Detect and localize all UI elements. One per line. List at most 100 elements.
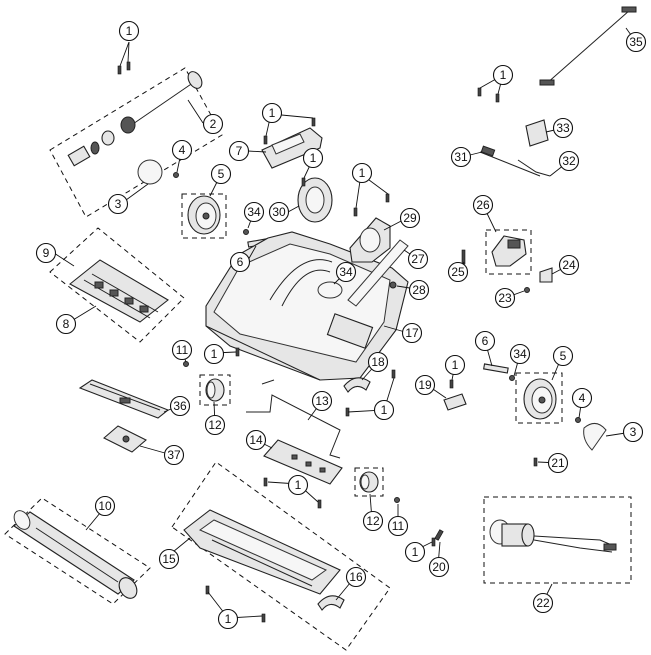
washer-23 — [524, 287, 530, 293]
callout-23: 23 — [494, 287, 516, 309]
callout-6-left: 6 — [229, 251, 251, 273]
callout-29: 29 — [399, 207, 421, 229]
callout-6-right: 6 — [474, 330, 496, 352]
callout-label: 1 — [359, 166, 366, 180]
callout-label: 19 — [418, 378, 432, 392]
callout-1-rod: 1 — [373, 399, 395, 421]
callout-label: 9 — [43, 246, 50, 260]
group-box-26 — [485, 229, 532, 275]
washer-28 — [389, 281, 397, 289]
callout-1-bracket: 1 — [261, 102, 283, 124]
callout-27: 27 — [407, 248, 429, 270]
callout-14: 14 — [245, 429, 267, 451]
callout-33: 33 — [552, 117, 574, 139]
callout-30: 30 — [268, 201, 290, 223]
callout-1-top-left: 1 — [118, 20, 140, 42]
callout-31: 31 — [450, 146, 472, 168]
callout-26: 26 — [472, 194, 494, 216]
callout-label: 7 — [236, 144, 243, 158]
callout-25: 25 — [447, 261, 469, 283]
callout-20: 20 — [428, 556, 450, 578]
clip-24 — [539, 267, 553, 283]
hubcap-right — [583, 423, 607, 451]
hubcap-left — [137, 159, 163, 185]
pin-25 — [461, 249, 466, 265]
callout-label: 25 — [451, 265, 465, 279]
callout-35: 35 — [625, 31, 647, 53]
callout-5-left: 5 — [210, 163, 232, 185]
callout-1-motor: 1 — [404, 541, 426, 563]
bumper-clip-18 — [343, 377, 371, 393]
callout-label: 1 — [500, 68, 507, 82]
callout-18: 18 — [367, 351, 389, 373]
callout-label: 1 — [310, 151, 317, 165]
callout-label: 12 — [366, 514, 380, 528]
switch-housing-26 — [491, 235, 527, 267]
callout-12-right: 12 — [362, 510, 384, 532]
switch-plate — [103, 425, 147, 453]
callout-label: 29 — [403, 211, 417, 225]
callout-label: 1 — [412, 545, 419, 559]
callout-label: 30 — [272, 205, 286, 219]
callout-11-right: 11 — [387, 515, 409, 537]
callout-label: 4 — [179, 143, 186, 157]
callout-label: 6 — [237, 255, 244, 269]
callout-19: 19 — [414, 374, 436, 396]
callout-label: 1 — [381, 403, 388, 417]
axle-right — [483, 363, 515, 381]
screw-4-left — [173, 172, 179, 178]
motor-assembly — [489, 519, 617, 553]
group-box-12b — [354, 467, 384, 497]
screws-1 — [117, 61, 538, 623]
callout-34-center: 34 — [335, 261, 357, 283]
screw-4-right — [575, 417, 581, 423]
callout-11-left: 11 — [171, 339, 193, 361]
callout-label: 3 — [630, 425, 637, 439]
baseplate — [183, 509, 341, 595]
callout-34-right: 34 — [509, 343, 531, 365]
callout-label: 10 — [98, 499, 112, 513]
callout-label: 8 — [63, 317, 70, 331]
callout-label: 1 — [269, 106, 276, 120]
callout-label: 32 — [562, 154, 576, 168]
callout-label: 33 — [556, 121, 570, 135]
callout-label: 1 — [126, 24, 133, 38]
callout-16: 16 — [345, 566, 367, 588]
callout-22: 22 — [532, 592, 554, 614]
callout-label: 14 — [249, 433, 263, 447]
callout-label: 17 — [405, 326, 419, 340]
wheel-left — [187, 195, 221, 235]
callout-1-baseplate: 1 — [217, 608, 239, 630]
belt-cover — [349, 217, 391, 263]
callout-label: 21 — [551, 456, 565, 470]
callout-36: 36 — [169, 395, 191, 417]
callout-1-bracket19: 1 — [444, 354, 466, 376]
callout-4-right: 4 — [571, 387, 593, 409]
callout-label: 23 — [498, 291, 512, 305]
callout-1-base: 1 — [203, 343, 225, 365]
idler-pulley-housing — [297, 177, 333, 223]
callout-label: 5 — [560, 349, 567, 363]
callout-21: 21 — [547, 452, 569, 474]
screw-11-left — [183, 361, 189, 367]
callout-label: 11 — [176, 343, 189, 357]
group-box-10 — [4, 497, 151, 605]
callout-label: 3 — [115, 197, 122, 211]
bumper-clip-16 — [317, 595, 345, 611]
callout-label: 12 — [208, 418, 222, 432]
callout-label: 6 — [482, 334, 489, 348]
callout-7: 7 — [228, 140, 250, 162]
callout-37: 37 — [163, 444, 185, 466]
callout-label: 15 — [162, 552, 176, 566]
callout-34-left: 34 — [243, 201, 265, 223]
callout-3-left: 3 — [107, 193, 129, 215]
callout-28: 28 — [408, 279, 430, 301]
wiring-harness — [78, 379, 170, 419]
group-box-5 — [181, 193, 227, 239]
callout-12-left: 12 — [204, 414, 226, 436]
fastener-20 — [434, 529, 444, 541]
callout-1-plate: 1 — [287, 474, 309, 496]
callout-label: 5 — [218, 167, 225, 181]
connector-32 — [517, 159, 551, 177]
